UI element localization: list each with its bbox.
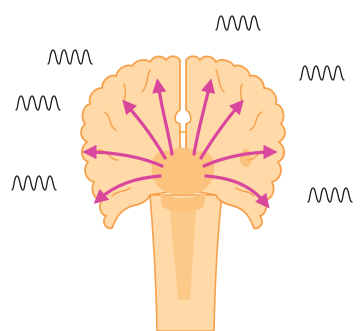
eeg-trace-lower-left <box>12 176 56 190</box>
eeg-trace-mid-left <box>16 96 60 110</box>
eeg-trace-upper-left <box>48 50 92 64</box>
eeg-trace-upper-right <box>300 66 344 80</box>
eeg-trace-lower-right <box>308 188 352 202</box>
eeg-trace-top <box>216 16 260 30</box>
